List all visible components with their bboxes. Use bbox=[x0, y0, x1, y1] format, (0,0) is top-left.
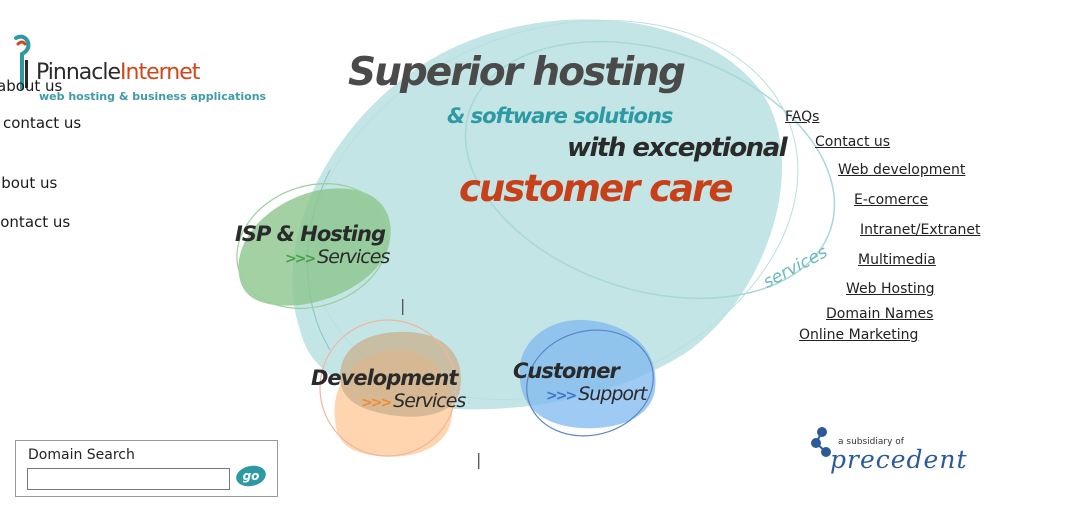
right-nav-contact-us[interactable]: Contact us bbox=[815, 134, 891, 150]
isp-hosting-services-link[interactable]: ISP & Hosting >>>Services bbox=[235, 222, 390, 268]
hero-subheadline: & software solutions bbox=[447, 104, 673, 128]
domain-search-label: Domain Search bbox=[28, 447, 135, 463]
development-services-link[interactable]: Development >>>Services bbox=[311, 366, 466, 412]
customer-support-sub: Support bbox=[578, 383, 647, 405]
subsidiary-caption: a subsidiary of bbox=[838, 437, 904, 447]
support-blob-outline bbox=[526, 329, 654, 437]
development-sub: Services bbox=[393, 390, 466, 412]
customer-support-title: Customer bbox=[513, 359, 620, 383]
right-nav-domain-names[interactable]: Domain Names bbox=[826, 306, 934, 322]
right-nav-intranet-extranet[interactable]: Intranet/Extranet bbox=[860, 222, 981, 238]
logo-tagline: web hosting & business applications bbox=[39, 90, 267, 103]
support-blob-shape bbox=[519, 319, 656, 429]
left-nav-about-us-1[interactable]: about us bbox=[0, 77, 63, 95]
right-nav-online-marketing[interactable]: Online Marketing bbox=[799, 327, 919, 343]
isp-blob-outline bbox=[236, 183, 390, 309]
right-nav-web-development[interactable]: Web development bbox=[838, 162, 966, 178]
customer-support-link[interactable]: Customer >>>Support bbox=[513, 359, 647, 405]
domain-search-panel: Domain Search go bbox=[15, 440, 278, 497]
left-nav-contact-us-2[interactable]: contact us bbox=[0, 213, 71, 231]
chevron-right-icon: >>> bbox=[285, 251, 316, 267]
subsidiary-logo[interactable]: a subsidiary of precedent bbox=[810, 425, 980, 480]
subsidiary-brand: precedent bbox=[830, 445, 968, 474]
isp-blob-shape bbox=[238, 188, 391, 306]
isp-hosting-sub: Services bbox=[317, 246, 390, 268]
hero-line-exceptional: with exceptional bbox=[567, 133, 788, 163]
go-button-icon: go bbox=[236, 465, 266, 487]
logo-name-part2: Internet bbox=[120, 60, 200, 85]
text-cursor-mark-2: | bbox=[476, 450, 482, 469]
outline-loop-1 bbox=[464, 40, 836, 300]
precedent-logo-icon bbox=[811, 427, 831, 457]
pinnacle-logo-icon bbox=[14, 34, 31, 90]
main-blob-shape bbox=[292, 19, 783, 410]
chevron-right-icon: >>> bbox=[361, 395, 392, 411]
chevron-right-icon: >>> bbox=[546, 388, 577, 404]
development-title: Development bbox=[311, 366, 458, 390]
dev-blob-tan bbox=[339, 331, 461, 417]
text-cursor-mark: | bbox=[400, 296, 406, 315]
right-nav-faqs[interactable]: FAQs bbox=[785, 109, 820, 125]
hero-customer-care: customer care bbox=[459, 167, 733, 210]
right-nav-e-comerce[interactable]: E-comerce bbox=[854, 192, 929, 208]
logo-name-part1: Pinnacle bbox=[36, 60, 121, 85]
go-button-label: go bbox=[243, 469, 260, 483]
left-nav-about-us-2[interactable]: about us bbox=[0, 174, 58, 192]
left-nav-contact-us-1[interactable]: contact us bbox=[3, 114, 82, 132]
logo-wordmark: PinnacleInternet bbox=[36, 60, 200, 85]
isp-hosting-title: ISP & Hosting bbox=[235, 222, 386, 246]
go-button[interactable]: go bbox=[235, 464, 267, 488]
right-nav-web-hosting[interactable]: Web Hosting bbox=[846, 281, 935, 297]
hero-headline: Superior hosting bbox=[348, 50, 686, 95]
domain-search-input[interactable] bbox=[27, 468, 230, 490]
right-nav-multimedia[interactable]: Multimedia bbox=[858, 252, 936, 268]
dev-blob-outline bbox=[319, 319, 457, 457]
